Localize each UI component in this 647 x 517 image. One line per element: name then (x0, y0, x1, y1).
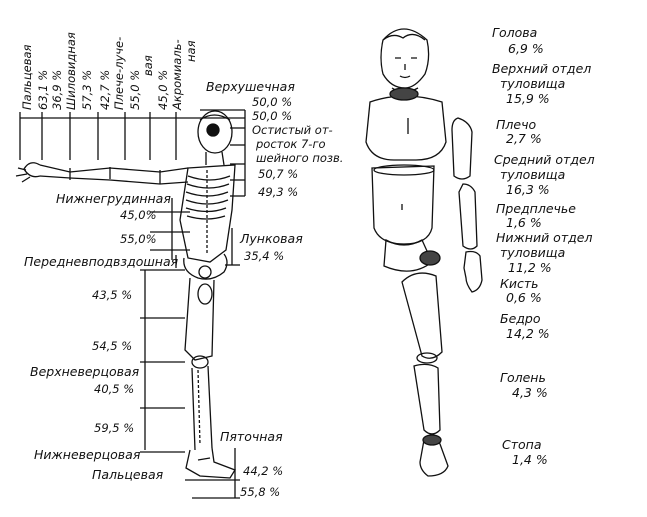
vertical-label-styloid: Шиловидная (64, 32, 78, 110)
vertical-label-acromial-2: ная (184, 40, 198, 62)
segment-value-hand: 0,6 % (506, 290, 542, 305)
segment-name-thigh: Бедро (500, 311, 541, 326)
segment-name-lower-trunk: Нижний отдел (496, 230, 593, 245)
label-upper-sternal: Верхушечная (206, 79, 295, 94)
vertical-value-shoulder-radial-1: 42,7 % (98, 69, 112, 110)
segment-name-upper-trunk: Верхний отдел (492, 61, 592, 76)
segment-name-shin: Голень (500, 370, 546, 385)
segment-value-head: 6,9 % (508, 41, 544, 56)
vertical-label-acromial: Акромиаль- (170, 39, 184, 110)
value-45-0: 45,0% (120, 208, 157, 222)
vertical-value-finger: 63,1 % (36, 69, 50, 110)
value-35-4: 35,4 % (244, 249, 285, 263)
segment-name-middle-trunk-2: туловища (500, 167, 566, 182)
label-lower-sternal: Нижнегрудинная (56, 191, 171, 206)
value-50-a: 50,0 % (252, 95, 293, 109)
segment-name-foot: Стопа (502, 437, 542, 452)
right-segmented-figure (365, 28, 483, 477)
value-43-5: 43,5 % (92, 288, 133, 302)
label-pubic: Лунковая (240, 231, 303, 246)
leg-divisions (140, 198, 240, 499)
vertical-label-finger: Пальцевая (20, 44, 34, 110)
label-heel: Пяточная (220, 429, 283, 444)
segment-name-shoulder: Плечо (496, 117, 537, 132)
segment-name-head: Голова (492, 25, 538, 40)
vertical-label-shoulder-radial-2: вая (141, 55, 155, 76)
segment-value-lower-trunk: 11,2 % (508, 260, 552, 275)
value-59-5: 59,5 % (94, 421, 135, 435)
label-spinous-1: Остистый от- (252, 123, 333, 137)
segment-value-forearm: 1,6 % (506, 215, 542, 230)
value-40-5: 40,5 % (94, 382, 135, 396)
segment-value-shin: 4,3 % (512, 385, 548, 400)
label-toe: Пальцевая (92, 467, 164, 482)
segment-value-middle-trunk: 16,3 % (506, 182, 550, 197)
segment-name-middle-trunk: Средний отдел (494, 152, 595, 167)
value-44-2: 44,2 % (243, 464, 284, 478)
label-lower-tibial: Нижневерцовая (34, 447, 141, 462)
label-spinous-3: шейного позв. (256, 151, 344, 165)
vertical-value-acromial: 45,0 % (156, 69, 170, 110)
segment-value-shoulder: 2,7 % (506, 131, 542, 146)
segment-name-upper-trunk-2: туловища (500, 76, 566, 91)
segment-value-foot: 1,4 % (512, 452, 548, 467)
value-55-8: 55,8 % (240, 485, 281, 499)
value-49-3: 49,3 % (258, 185, 299, 199)
segment-name-lower-trunk-2: туловища (500, 245, 566, 260)
vertical-value-styloid-2: 57,3 % (80, 69, 94, 110)
segment-name-forearm: Предплечье (496, 201, 576, 216)
vertical-value-styloid-1: 36,9 % (50, 69, 64, 110)
label-iliac: Передневподвздошная (24, 254, 179, 269)
segment-value-upper-trunk: 15,9 % (506, 91, 550, 106)
segment-value-thigh: 14,2 % (506, 326, 550, 341)
vertical-label-shoulder-radial: Плече-луче- (112, 36, 126, 110)
value-55-0: 55,0% (120, 232, 157, 246)
label-upper-tibial: Верхневерцовая (30, 364, 140, 379)
label-spinous-2: росток 7-го (256, 137, 326, 151)
value-50-7: 50,7 % (258, 167, 299, 181)
arm-divisions (19, 109, 246, 197)
segment-name-hand: Кисть (500, 276, 539, 291)
vertical-value-shoulder-radial-2: 55,0 % (128, 69, 142, 110)
value-50-b: 50,0 % (252, 109, 293, 123)
value-54-5: 54,5 % (92, 339, 133, 353)
